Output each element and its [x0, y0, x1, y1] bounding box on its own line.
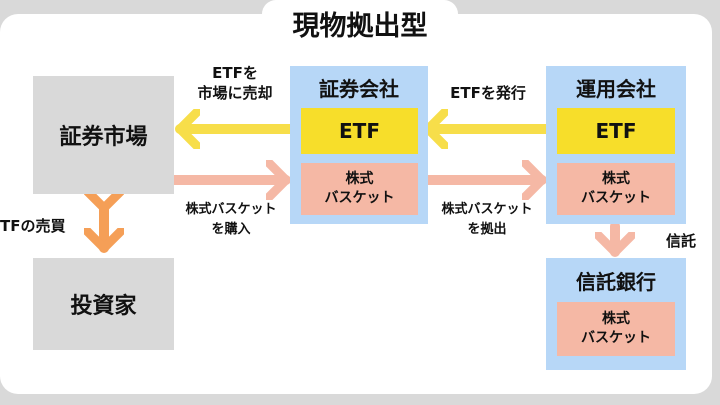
management-company-label: 運用会社	[576, 77, 656, 101]
securities-basket-line1: 株式	[345, 171, 374, 188]
label-basket-buy-line1: 株式バスケット	[185, 202, 277, 217]
securities-etf-label: ETF	[339, 119, 380, 143]
investor-label: 投資家	[70, 294, 137, 319]
label-etf-sell-line1: ETFを	[212, 64, 258, 82]
label-basket-contribute-line1: 株式バスケット	[441, 202, 533, 217]
securities-company-label: 証券会社	[319, 77, 399, 101]
investor-box: 投資家	[33, 258, 174, 350]
trust-basket-line1: 株式	[602, 311, 630, 328]
title-tab	[262, 0, 458, 44]
trust-basket-box: 株式 バスケット	[557, 302, 675, 356]
management-etf-label: ETF	[595, 119, 637, 143]
management-basket-box: 株式 バスケット	[557, 163, 675, 215]
securities-basket-line2: バスケット	[324, 190, 395, 206]
management-company-box: 運用会社 ETF 株式 バスケット	[546, 66, 686, 224]
label-trust: 信託	[665, 232, 696, 250]
management-basket-line1: 株式	[602, 171, 630, 188]
trust-bank-label: 信託銀行	[576, 270, 656, 294]
management-etf-box: ETF	[557, 108, 675, 154]
diagram-title: 現物拠出型	[292, 11, 428, 42]
label-basket-contribute-line2: を拠出	[467, 221, 507, 237]
label-basket-buy: 株式バスケット を購入	[172, 200, 290, 239]
label-etf-sell-to-market: ETFを 市場に売却	[180, 64, 290, 103]
trust-bank-box: 信託銀行 株式 バスケット	[546, 258, 686, 370]
label-etf-sell-line2: 市場に売却	[197, 83, 273, 102]
label-basket-buy-line2: を購入	[211, 221, 251, 237]
securities-etf-box: ETF	[301, 108, 418, 154]
securities-company-box: 証券会社 ETF 株式 バスケット	[290, 66, 428, 224]
market-label: 証券市場	[59, 125, 148, 150]
management-basket-line2: バスケット	[581, 190, 651, 206]
securities-basket-box: 株式 バスケット	[301, 163, 418, 215]
trust-basket-line2: バスケット	[581, 330, 651, 346]
label-etf-trade: TFの売買	[0, 217, 66, 235]
label-basket-contribute: 株式バスケット を拠出	[428, 200, 546, 239]
market-box: 証券市場	[33, 76, 174, 194]
label-etf-issue: ETFを発行	[450, 84, 526, 102]
